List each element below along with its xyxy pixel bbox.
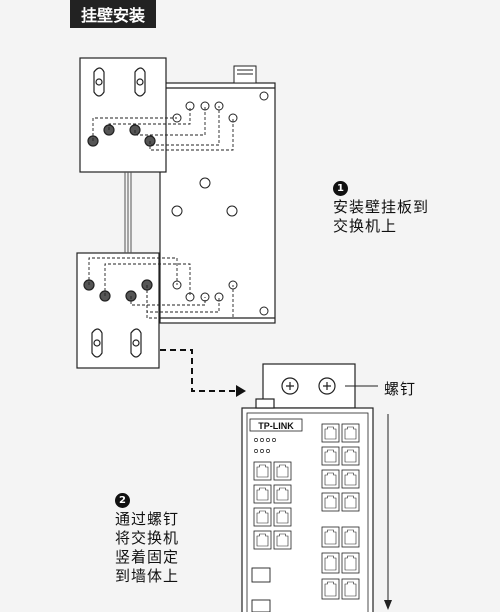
rj45-port xyxy=(253,484,272,504)
rj45-port xyxy=(273,484,292,504)
rj45-port xyxy=(341,469,360,489)
section-title: 挂壁安装 xyxy=(70,0,156,28)
rj45-port xyxy=(341,526,360,548)
rj45-port xyxy=(341,492,360,512)
rj45-port xyxy=(253,530,272,550)
alignment-guides xyxy=(88,106,234,319)
rj45-port xyxy=(341,446,360,466)
step-2-line-1: 通过螺钉 xyxy=(115,510,180,528)
power-connector-icon xyxy=(233,65,257,84)
rj45-port xyxy=(321,552,340,574)
side-screw-holes xyxy=(171,91,269,316)
console-port xyxy=(251,567,271,612)
rj45-port xyxy=(321,446,340,466)
rj45-port xyxy=(253,507,272,527)
rj45-port xyxy=(321,492,340,512)
step-2-instruction: 2 通过螺钉 将交换机 竖着固定 到墙体上 xyxy=(115,489,179,586)
wall-bracket-top xyxy=(79,57,167,173)
rj45-port xyxy=(321,578,340,600)
rj45-port xyxy=(341,578,360,600)
rj45-port xyxy=(321,423,340,443)
screw-label: 螺钉 xyxy=(384,380,417,398)
rj45-port xyxy=(273,461,292,481)
connection-cable xyxy=(124,172,132,253)
rj45-port xyxy=(321,469,340,489)
brand-logo xyxy=(249,418,303,432)
status-leds xyxy=(254,438,276,453)
step-2-number: 2 xyxy=(115,493,130,508)
process-arrow xyxy=(160,349,236,392)
step-1-line-1: 安装壁挂板到 xyxy=(333,198,430,216)
step-1-number: 1 xyxy=(333,181,348,196)
right-port-column xyxy=(321,423,360,600)
arrow-head xyxy=(236,385,246,397)
step-2-line-4: 到墙体上 xyxy=(115,567,180,585)
rj45-port xyxy=(273,507,292,527)
bracket-front xyxy=(262,363,356,409)
rj45-port xyxy=(273,530,292,550)
step-2-line-2: 将交换机 xyxy=(115,529,180,547)
rj45-port xyxy=(341,552,360,574)
rj45-port xyxy=(253,461,272,481)
step-2-line-3: 竖着固定 xyxy=(115,548,180,566)
left-port-column xyxy=(253,461,292,550)
rj45-port xyxy=(321,526,340,548)
rj45-port xyxy=(341,423,360,443)
brand-text: TP-LINK xyxy=(258,421,294,431)
step-1-line-2: 交换机上 xyxy=(333,217,398,235)
step-1-instruction: 1 安装壁挂板到 交换机上 xyxy=(333,177,429,236)
